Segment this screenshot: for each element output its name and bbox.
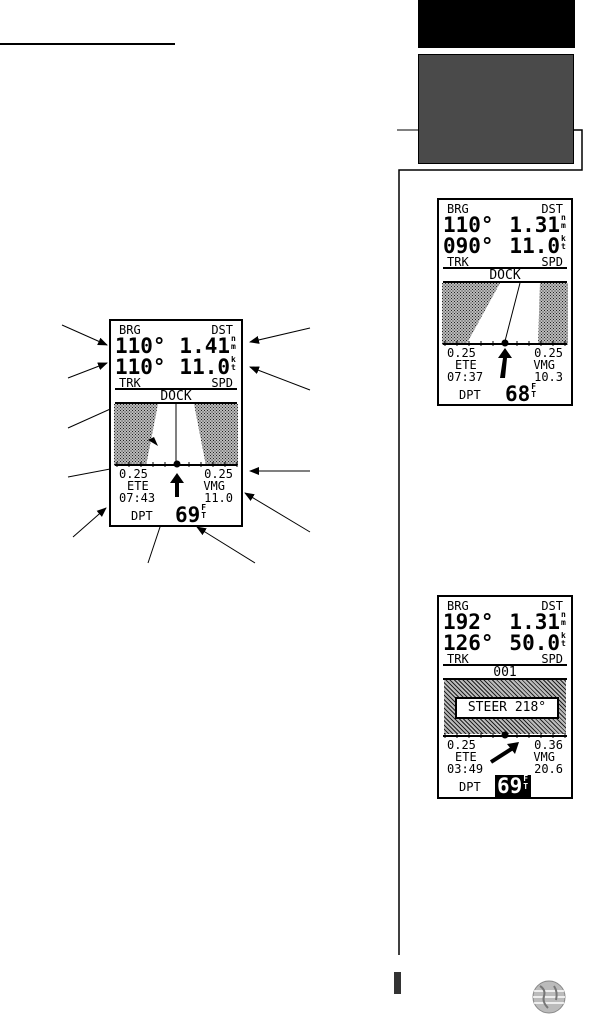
- dst-value: 1.41: [179, 334, 230, 358]
- dpt-value: 69: [175, 503, 201, 527]
- boat-arrow-icon: [444, 339, 566, 378]
- vmg-value: 10.3: [534, 370, 563, 384]
- ete-value: 03:49: [447, 762, 484, 776]
- dpt-value: 68: [505, 382, 531, 406]
- dst-unit: n m: [561, 610, 566, 627]
- brg-label: BRG: [119, 323, 141, 337]
- dst-value: 1.31: [509, 213, 560, 237]
- dst-unit: n m: [231, 334, 236, 351]
- spd-unit: k t: [231, 355, 236, 372]
- spd-value: 50.0: [509, 631, 560, 655]
- boat-arrow-icon: [444, 731, 566, 764]
- steer-message: STEER 218°: [455, 697, 559, 719]
- trk-value: 110°: [115, 355, 166, 379]
- dpt-value: 69: [497, 774, 523, 798]
- trk-label: TRK: [447, 652, 469, 666]
- trk-label: TRK: [447, 255, 469, 269]
- dst-label: DST: [211, 323, 233, 337]
- trk-value: 090°: [443, 234, 494, 258]
- spd-unit: k t: [561, 631, 566, 648]
- vmg-label: VMG: [533, 358, 555, 372]
- ete-label: ETE: [455, 750, 477, 764]
- arrow-pointer-icon: [61, 324, 108, 346]
- spd-unit: k t: [561, 234, 566, 251]
- spd-label: SPD: [541, 652, 563, 666]
- ete-label: ETE: [127, 479, 149, 493]
- dst-value: 1.31: [509, 610, 560, 634]
- waypoint-name: 001: [493, 665, 517, 680]
- waypoint-name: DOCK: [160, 389, 192, 404]
- ete-value: 07:43: [119, 491, 156, 505]
- scale-right: 0.25: [204, 467, 233, 481]
- brg-label: BRG: [447, 202, 469, 216]
- heading-underline: [0, 43, 175, 45]
- arrow-pointer-icon: [244, 492, 311, 533]
- spd-label: SPD: [541, 255, 563, 269]
- scale-left: 0.25: [447, 738, 476, 752]
- scale-right: 0.36: [534, 738, 563, 752]
- dpt-label: DPT: [459, 388, 481, 402]
- ete-label: ETE: [455, 358, 477, 372]
- dst-label: DST: [541, 202, 563, 216]
- arrow-pointer-icon: [67, 362, 108, 379]
- arrow-pointer-icon: [72, 507, 107, 538]
- spd-label: SPD: [211, 376, 233, 390]
- brg-value: 110°: [115, 334, 166, 358]
- section-tab-black: [418, 0, 575, 48]
- arrow-pointer-icon: [249, 366, 311, 391]
- globe-logo-icon: [532, 980, 566, 1014]
- ete-value: 07:37: [447, 370, 484, 384]
- arrow-pointer-icon: [249, 327, 311, 344]
- dpt-label: DPT: [131, 509, 153, 523]
- waypoint-name: DOCK: [489, 268, 521, 283]
- trk-value: 126°: [443, 631, 494, 655]
- arrow-pointer-icon: [196, 526, 256, 564]
- dst-unit: n m: [561, 213, 566, 230]
- dpt-unit: F T: [531, 382, 537, 399]
- dpt-unit: F T: [523, 774, 529, 791]
- dpt-unit: F T: [201, 503, 207, 520]
- highway-graphic: [442, 283, 568, 345]
- brg-label: BRG: [447, 599, 469, 613]
- spd-value: 11.0: [179, 355, 230, 379]
- scale-left: 0.25: [447, 346, 476, 360]
- spd-value: 11.0: [509, 234, 560, 258]
- dst-label: DST: [541, 599, 563, 613]
- scale-left: 0.25: [119, 467, 148, 481]
- trk-label: TRK: [119, 376, 141, 390]
- vmg-value: 11.0: [204, 491, 233, 505]
- section-tab-gray: [418, 54, 574, 164]
- vmg-label: VMG: [533, 750, 555, 764]
- vmg-value: 20.6: [534, 762, 563, 776]
- boat-arrow-icon: [116, 460, 238, 497]
- brg-value: 110°: [443, 213, 494, 237]
- dpt-label: DPT: [459, 780, 481, 794]
- highway-graphic: [114, 404, 238, 466]
- brg-value: 192°: [443, 610, 494, 634]
- scale-right: 0.25: [534, 346, 563, 360]
- vmg-label: VMG: [203, 479, 225, 493]
